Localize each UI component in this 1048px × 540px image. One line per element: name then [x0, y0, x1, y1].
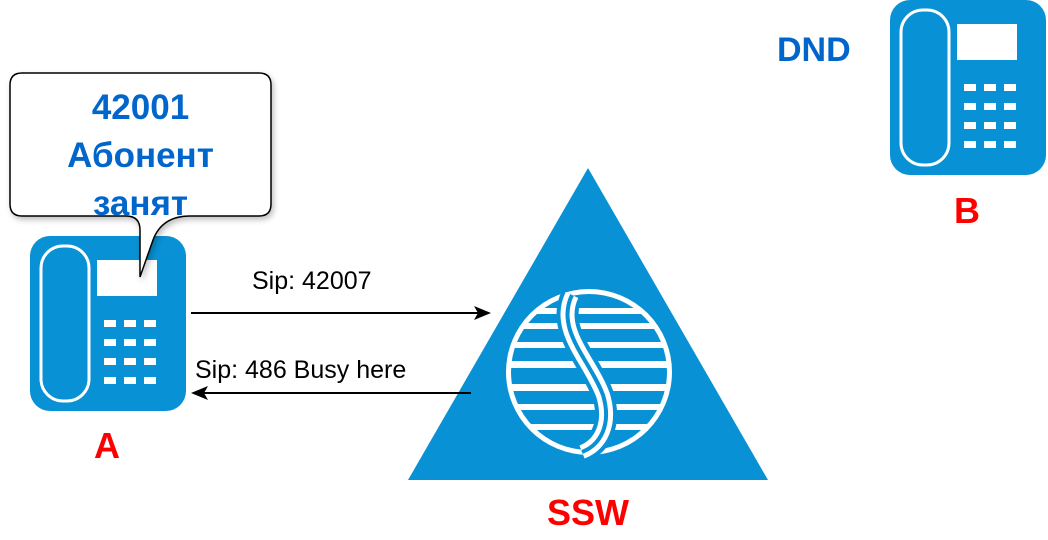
phone-b-label: B [954, 190, 980, 231]
response-label: Sip: 486 Busy here [195, 356, 407, 384]
dnd-status-label: DND [777, 31, 851, 69]
callout-line-2: Абонент [67, 136, 214, 175]
response-arrow [191, 386, 471, 400]
request-label: Sip: 42007 [252, 267, 372, 295]
callout-bubble [9, 72, 272, 278]
callout-number: 42001 [91, 88, 190, 127]
softswitch-icon[interactable] [408, 168, 768, 480]
phone-a-icon[interactable] [28, 234, 188, 413]
request-arrow [191, 306, 491, 320]
callout-line-3: занят [92, 184, 189, 223]
callout-text: 42001 Абонент занят [10, 84, 271, 228]
softswitch-label: SSW [546, 492, 630, 533]
phone-b-icon[interactable] [888, 0, 1048, 177]
phone-a-label: A [94, 425, 120, 466]
